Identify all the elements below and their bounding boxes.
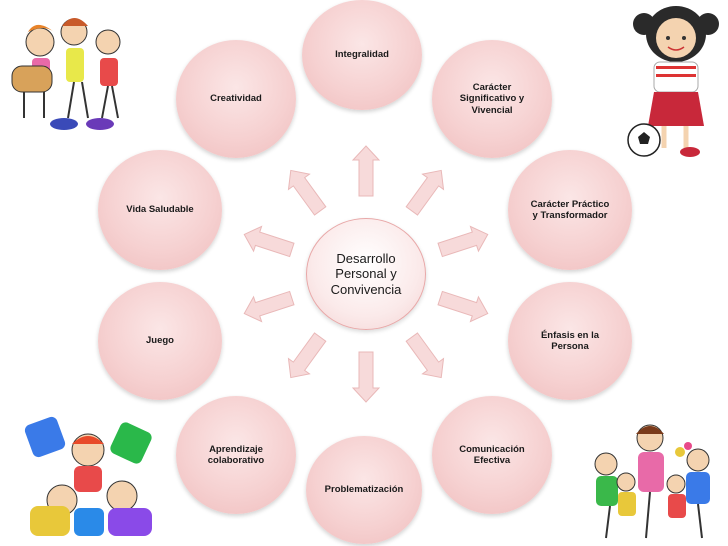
node-creatividad: Creatividad: [176, 40, 296, 158]
arrow-to-caracter-practico: [437, 225, 489, 258]
girl-with-ball-illustration: [627, 6, 719, 157]
children-playing-illustration: [24, 416, 152, 536]
node-problematizacion: Problematización: [306, 436, 422, 544]
node-vida-saludable-label: Vida Saludable: [126, 204, 194, 216]
node-aprendizaje-colaborativo: Aprendizaje colaborativo: [176, 396, 296, 514]
node-enfasis-persona-label: Énfasis en la Persona: [540, 329, 600, 352]
arrow-to-vida-saludable: [243, 225, 295, 258]
node-aprendizaje-colaborativo-label: Aprendizaje colaborativo: [207, 443, 265, 466]
arrow-to-creatividad: [287, 169, 327, 216]
node-enfasis-persona: Énfasis en la Persona: [508, 282, 632, 400]
node-caracter-practico-label: Carácter Práctico y Transformador: [530, 198, 610, 221]
node-juego: Juego: [98, 282, 222, 400]
node-caracter-practico: Carácter Práctico y Transformador: [508, 150, 632, 270]
node-problematizacion-label: Problematización: [324, 484, 404, 496]
node-integralidad-label: Integralidad: [335, 49, 389, 61]
arrow-to-aprendizaje-colaborativo: [287, 332, 327, 379]
node-caracter-significativo-label: Carácter Significativo y Vivencial: [459, 81, 525, 116]
children-cartoon-top-left-illustration: [11, 18, 121, 130]
center-node-label: Desarrollo Personal y Convivencia: [330, 250, 402, 297]
node-creatividad-label: Creatividad: [210, 93, 262, 105]
arrow-to-integralidad: [351, 145, 381, 197]
children-group-illustration: [594, 424, 710, 539]
arrow-to-enfasis-persona: [437, 290, 489, 323]
node-vida-saludable: Vida Saludable: [98, 150, 222, 270]
node-juego-label: Juego: [146, 335, 174, 347]
arrow-to-problematizacion: [351, 351, 381, 403]
arrow-to-comunicacion-efectiva: [405, 332, 445, 379]
arrow-to-juego: [243, 290, 295, 323]
node-comunicacion-efectiva-label: Comunicación Efectiva: [459, 443, 525, 466]
node-comunicacion-efectiva: Comunicación Efectiva: [432, 396, 552, 514]
center-node: Desarrollo Personal y Convivencia: [306, 218, 426, 330]
node-integralidad: Integralidad: [302, 0, 422, 110]
node-caracter-significativo: Carácter Significativo y Vivencial: [432, 40, 552, 158]
arrow-to-caracter-significativo: [405, 169, 445, 216]
